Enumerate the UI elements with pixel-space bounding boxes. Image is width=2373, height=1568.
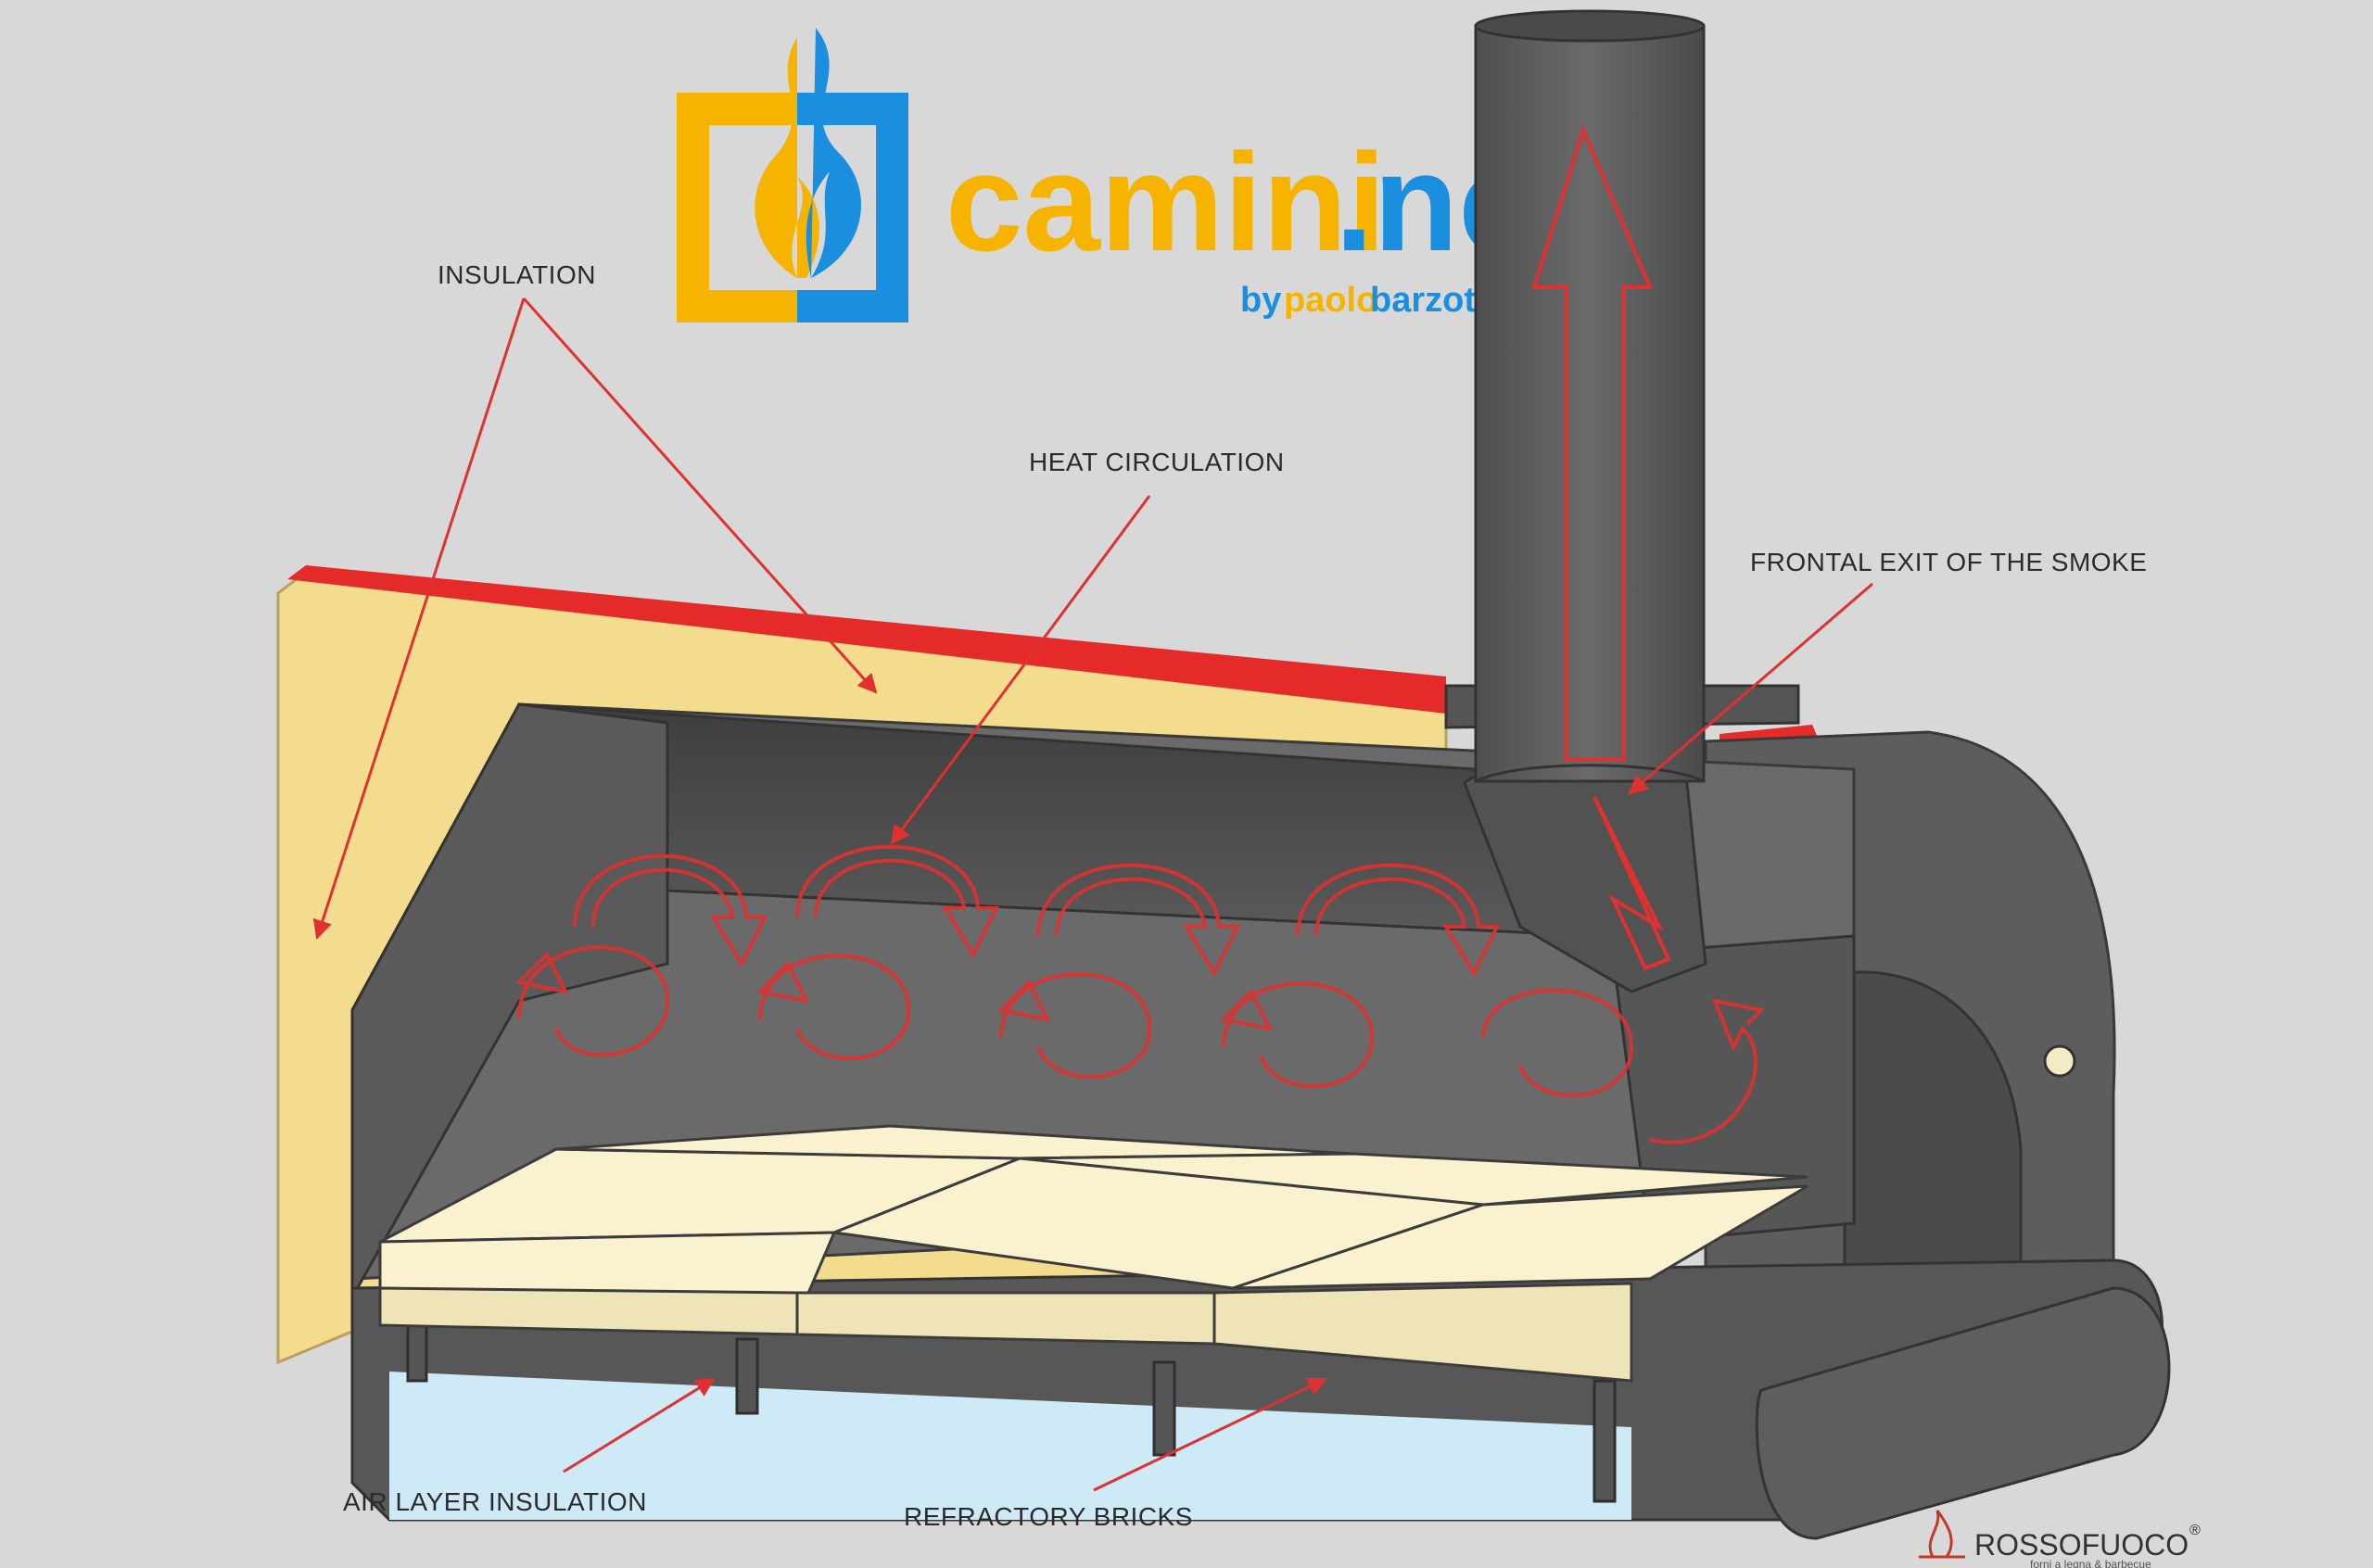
heat-swirls (514, 844, 1766, 1144)
label-heat-circulation: HEAT CIRCULATION (1029, 448, 1285, 476)
label-air-layer: AIR LAYER INSULATION (343, 1487, 647, 1516)
camini-logo: camini .net by paolo barzotti (677, 28, 1582, 322)
label-frontal-exit: FRONTAL EXIT OF THE SMOKE (1750, 548, 2147, 576)
door-knob (2043, 1044, 2076, 1078)
chimney-pipe (1474, 24, 1706, 783)
logo-name-part1: camini (945, 124, 1386, 280)
chimney-bottom-edge (1475, 764, 1705, 783)
logo-byline-first: paolo (1284, 281, 1377, 320)
leader-lines (312, 297, 1873, 1492)
oven-front-rim (1611, 934, 1856, 1244)
insulation-top-red (287, 565, 1446, 714)
rossofuoco-registered: ® (2189, 1523, 2201, 1538)
oven-door-frame (1843, 970, 2023, 1299)
chimney (1444, 9, 1800, 993)
label-insulation: INSULATION (438, 260, 596, 289)
smoke-intake-arrow (1593, 796, 1671, 971)
rossofuoco-name: ROSSOFUOCO (1974, 1528, 2189, 1562)
support-ribs (406, 1323, 1617, 1503)
rossofuoco-flame-icon (1919, 1510, 1965, 1559)
air-layer (389, 1372, 1631, 1520)
logo-byline-by: by (1240, 281, 1281, 320)
refractory-bricks (378, 1124, 1808, 1383)
logo-flame-yellow (755, 37, 819, 278)
base-roller (1755, 1286, 2171, 1540)
rossofuoco-tagline: forni a legna & barbecue (2030, 1558, 2151, 1568)
smoke-exit-arrow (1531, 124, 1654, 762)
rossofuoco-logo: ROSSOFUOCO ® forni a legna & barbecue (1919, 1510, 2201, 1568)
label-refractory-bricks: REFRACTORY BRICKS (904, 1502, 1193, 1531)
logo-flame-blue (806, 28, 861, 278)
